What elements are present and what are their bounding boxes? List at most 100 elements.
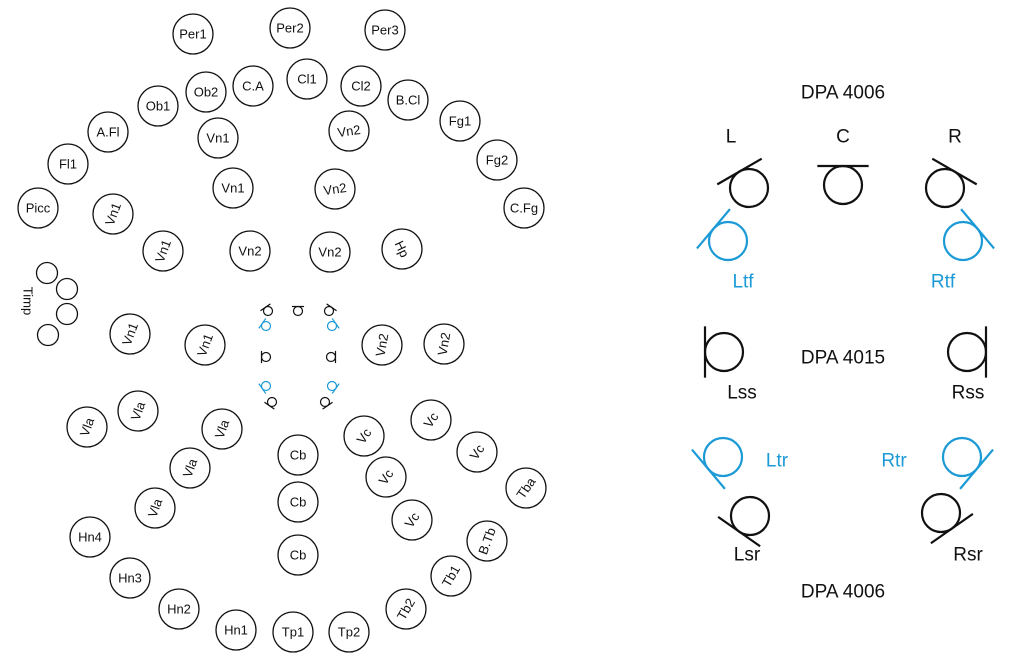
seat-circle	[215, 609, 257, 651]
array-mic-glyph	[942, 208, 995, 262]
array-mic-glyph	[691, 436, 744, 490]
seat-label: Fg1	[449, 114, 471, 129]
seat-label: Cb	[290, 495, 307, 510]
seat-circle	[277, 534, 319, 576]
stage-mic	[258, 318, 272, 332]
seat-label: Vn2	[373, 332, 392, 357]
mic-capsule	[260, 380, 272, 392]
array-mic: C	[817, 127, 869, 206]
orchestra-seat: Vc	[410, 399, 452, 441]
orchestra-seat: Vla	[66, 406, 108, 448]
seat-label: Cb	[290, 548, 307, 563]
mic-orientation-line	[691, 448, 726, 490]
seat-label: Vn2	[336, 122, 361, 140]
timpani-drum	[36, 323, 60, 347]
mic-capsule	[326, 380, 338, 392]
mic-capsule	[924, 167, 966, 209]
mic-capsule	[703, 331, 745, 373]
seat-circle	[232, 65, 274, 107]
seat-circle	[314, 168, 356, 210]
seat-circle	[66, 406, 108, 448]
mic-capsule	[260, 351, 272, 363]
seat-circle	[381, 228, 423, 270]
mic-capsule	[325, 351, 337, 363]
stage-mic	[264, 396, 278, 410]
seat-circle	[17, 187, 59, 229]
seat-label: Hn3	[118, 571, 142, 586]
stage-mic	[291, 305, 305, 317]
seat-label: Vn1	[119, 321, 141, 348]
orchestra-seat: A.Fl	[87, 111, 129, 153]
seat-circle	[439, 100, 481, 142]
array-mic-label: Rss	[952, 383, 985, 404]
mic-orientation-line	[260, 303, 271, 312]
seat-label: Hp	[392, 238, 413, 259]
mic-capsule	[822, 164, 864, 206]
orchestra-seat: Hn3	[109, 557, 151, 599]
array-mic-label: Lsr	[734, 545, 761, 566]
orchestra-seat: Vn1	[142, 230, 184, 272]
array-mic-label: Ltf	[732, 272, 754, 293]
orchestra-seat: Vn1	[212, 167, 254, 209]
array-mic: Ltf	[696, 208, 754, 293]
seat-circle	[134, 487, 176, 529]
seat-label: Fl1	[59, 157, 77, 172]
orchestra-seat: Cb	[277, 481, 319, 523]
seat-circle	[361, 324, 403, 366]
seat-circle	[364, 9, 406, 51]
seat-label: Ob1	[146, 99, 171, 114]
seat-circle	[365, 456, 407, 498]
mic-capsule	[260, 320, 272, 332]
mic-orientation-line	[322, 401, 333, 410]
array-mic-glyph	[703, 326, 745, 378]
array-mic-glyph	[920, 492, 974, 545]
timpani-drum	[55, 277, 79, 301]
seat-label: Vla	[212, 417, 233, 441]
array-mic: L	[716, 127, 770, 209]
mic-capsule	[319, 396, 331, 408]
seat-label: B.Cl	[396, 93, 421, 108]
array-mic-label: Lss	[727, 383, 757, 404]
orchestra-seat: Tp2	[328, 611, 370, 653]
orchestra-seat: B.Tb	[466, 520, 508, 562]
mic-capsule	[707, 220, 749, 262]
orchestra-seat: Vn2	[309, 231, 351, 273]
timpani-drum	[55, 302, 79, 326]
seat-label: Vn1	[152, 238, 174, 265]
stage-mic	[319, 396, 333, 410]
seat-circle	[197, 117, 239, 159]
timpani-group: Timp	[21, 261, 79, 347]
mic-capsule	[323, 305, 335, 317]
seat-circle	[328, 110, 370, 152]
array-mic-glyph	[817, 164, 869, 206]
seat-circle	[269, 7, 311, 49]
seat-label: Vn1	[194, 332, 216, 359]
orchestra-seat: Fl1	[47, 143, 89, 185]
seat-circle	[309, 231, 351, 273]
orchestra-seat: Vn1	[109, 313, 151, 355]
orchestra-seat: Vla	[201, 408, 243, 450]
seat-circle	[476, 139, 518, 181]
orchestra-seat: Cl1	[286, 58, 328, 100]
mic-capsule	[266, 396, 278, 408]
seat-label: Hn2	[167, 602, 191, 617]
orchestra-seat: Vc	[365, 456, 407, 498]
orchestra-seat: Hp	[381, 228, 423, 270]
timpani-label: Timp	[21, 287, 36, 315]
seat-circle	[340, 65, 382, 107]
stage-mic	[258, 380, 272, 394]
mic-capsule	[942, 220, 984, 262]
array-mic: Rss	[946, 326, 988, 404]
orchestra-seat: Cb	[277, 534, 319, 576]
array-mic-label: Ltr	[766, 451, 789, 472]
orchestra-seat: Vla	[134, 487, 176, 529]
orchestra-seat: Vn1	[92, 193, 134, 235]
array-mic-label: C	[836, 127, 850, 148]
mic-orientation-line	[931, 157, 978, 186]
seat-circle	[185, 71, 227, 113]
seat-label: Vla	[180, 456, 201, 480]
seat-circle	[385, 588, 427, 630]
orchestra-seat: Per3	[364, 9, 406, 51]
